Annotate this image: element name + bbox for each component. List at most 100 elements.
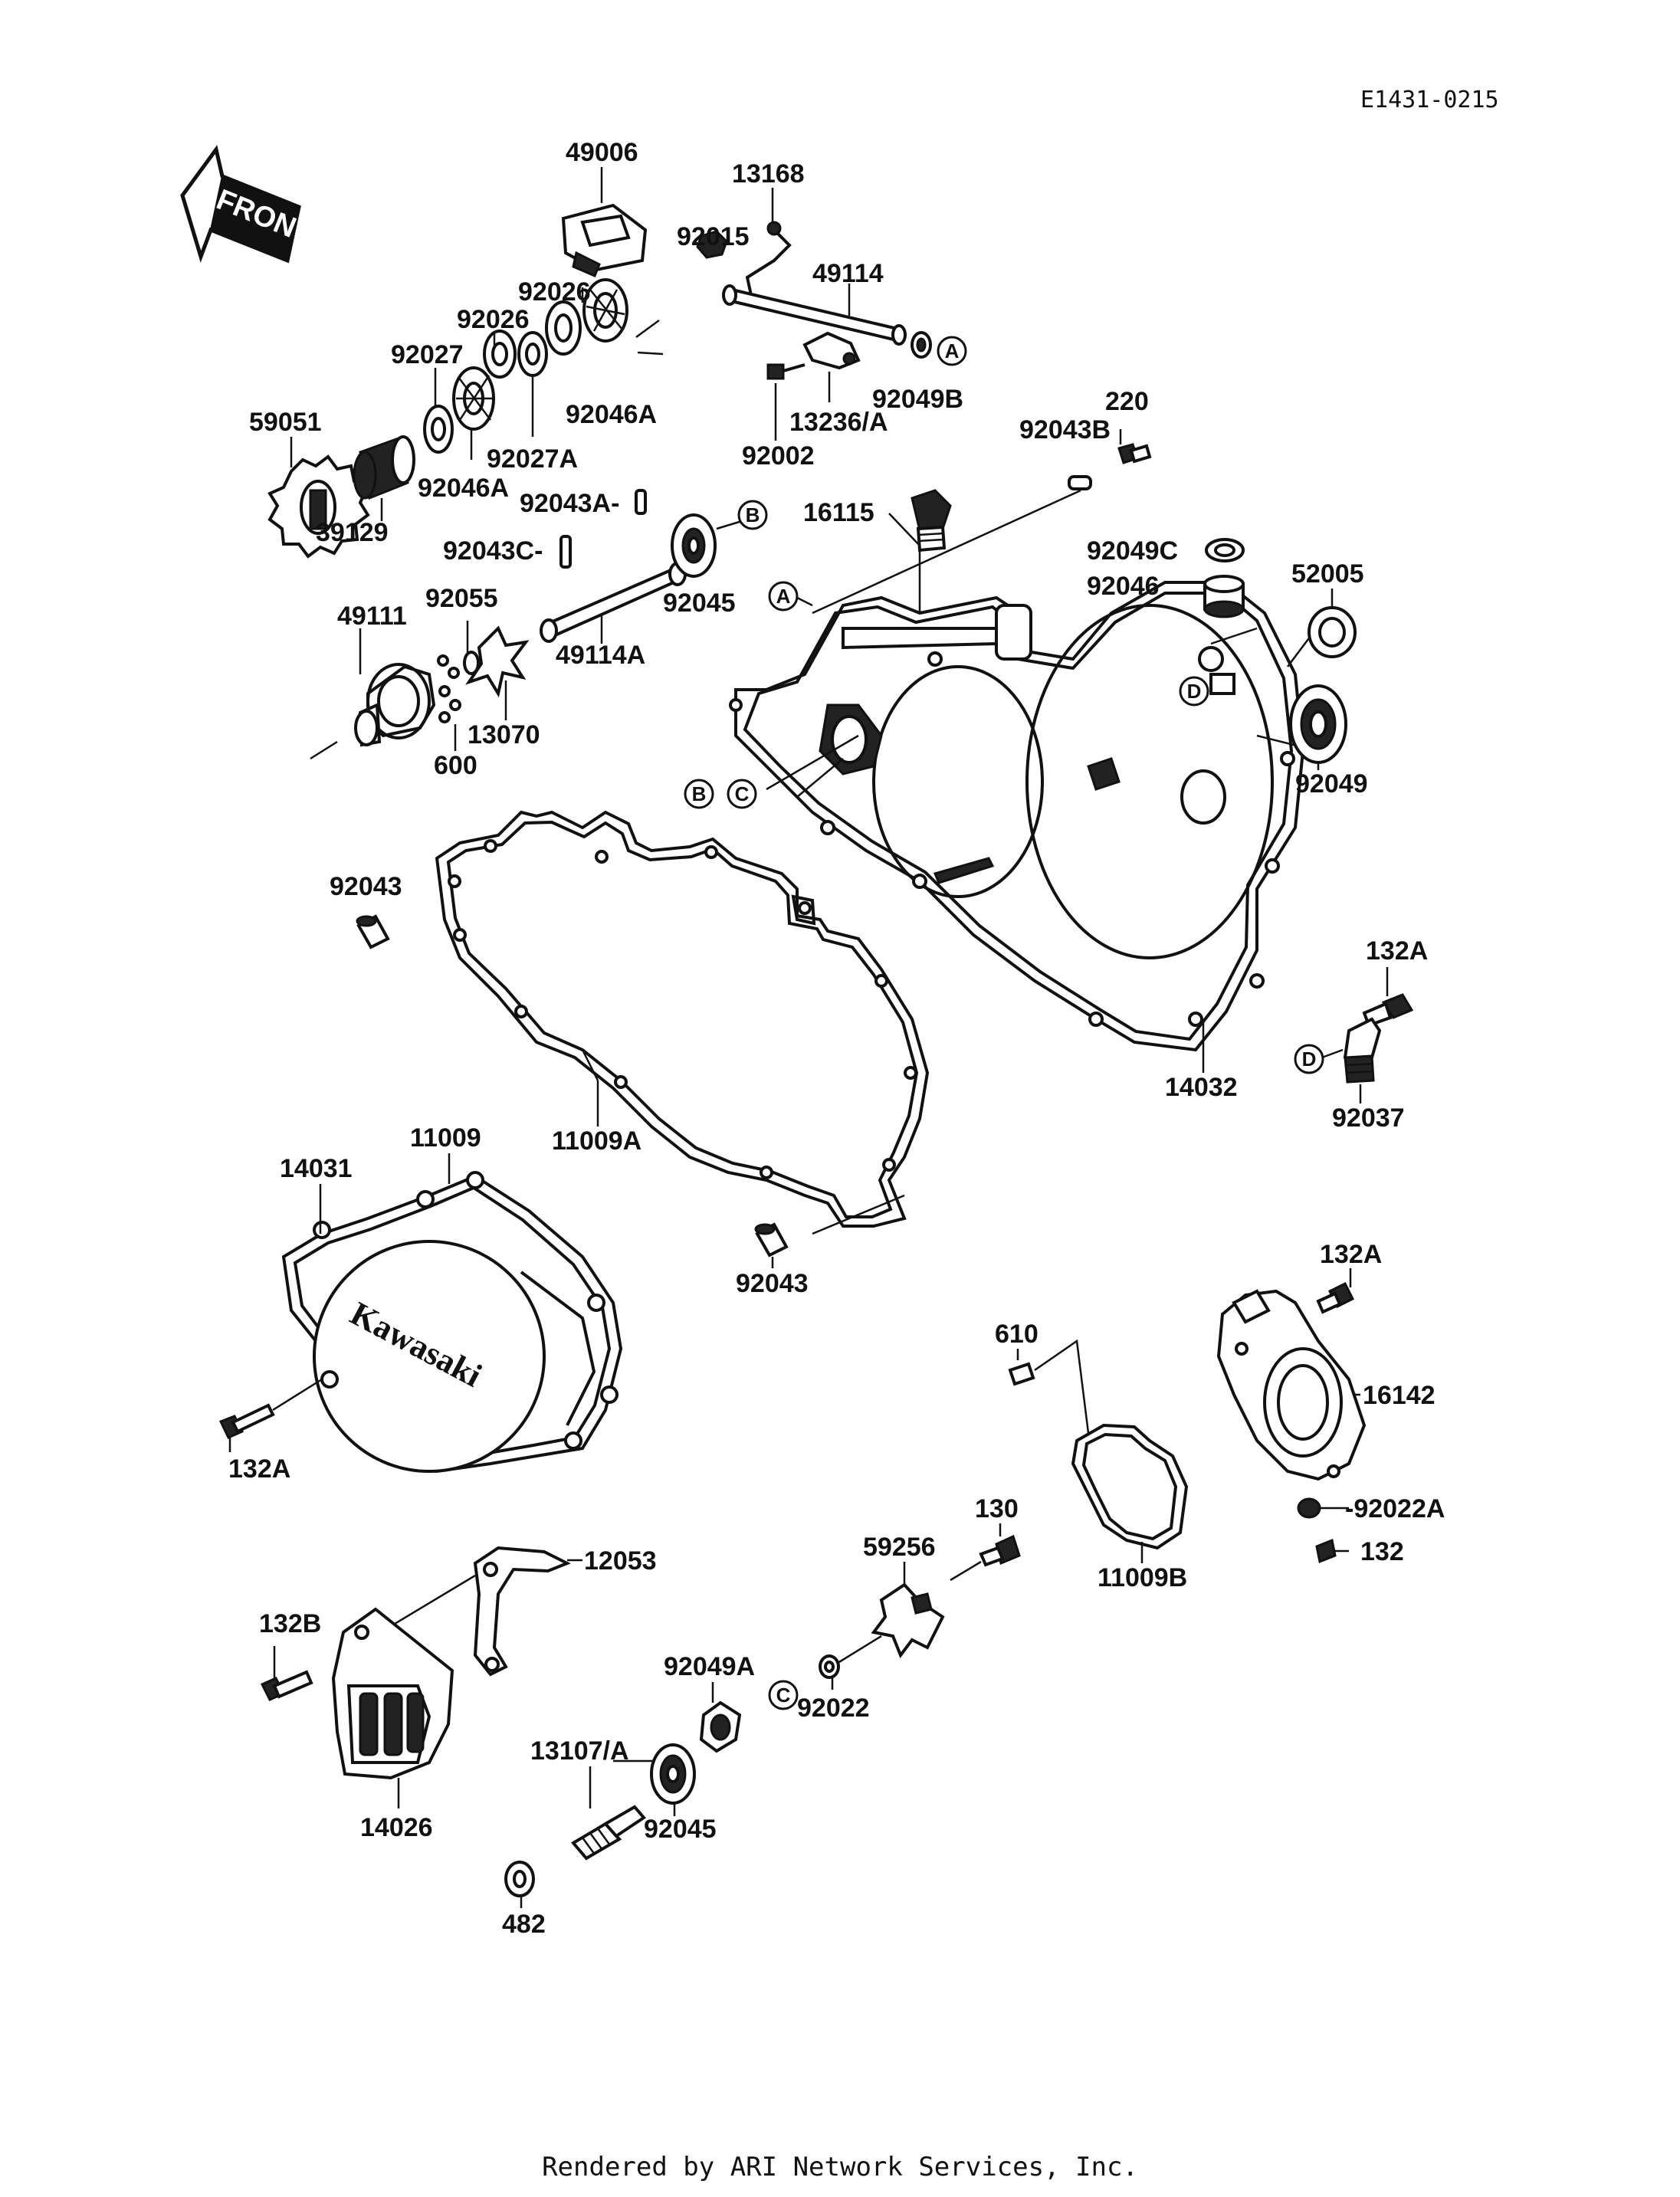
label-92049B[interactable]: 92049B [872,385,963,414]
label-92046A-left[interactable]: 92046A [418,474,509,503]
part-13070-impeller [465,625,530,698]
label-39129[interactable]: 39129 [316,518,389,547]
label-92026-top[interactable]: 92026 [518,277,591,307]
label-12053[interactable]: 12053 [584,1546,657,1576]
label-482[interactable]: 482 [502,1910,546,1939]
part-92049B-seal [911,331,932,359]
part-49006-boot [561,203,648,277]
part-14026-guard [331,1607,454,1780]
label-49114[interactable]: 49114 [812,259,884,288]
ref-marker-b-top: B [737,500,768,530]
label-92045-top[interactable]: 92045 [663,589,736,618]
label-92027[interactable]: 92027 [391,340,464,369]
part-49114-shaft [722,284,907,346]
part-59256-impeller [871,1582,945,1659]
footer-credit: Rendered by ARI Network Services, Inc. [542,2152,1138,2182]
label-13107A[interactable]: 13107/A [530,1736,629,1766]
label-11009B[interactable]: 11009B [1098,1563,1187,1592]
label-132A-pump[interactable]: 132A [1320,1240,1382,1269]
label-13236A[interactable]: 13236/A [789,408,888,437]
part-16142-pump-cover [1216,1289,1367,1481]
label-92049A[interactable]: 92049A [664,1652,755,1681]
part-482-ring [504,1861,535,1897]
part-92043C-pin [559,535,572,569]
label-92026[interactable]: 92026 [457,305,530,334]
part-14032-cover [729,581,1305,1052]
label-610[interactable]: 610 [995,1320,1039,1349]
label-92022[interactable]: 92022 [797,1694,870,1723]
label-92046[interactable]: 92046 [1087,572,1160,601]
label-132B[interactable]: 132B [259,1609,321,1638]
label-132[interactable]: 132 [1360,1537,1404,1566]
label-132A-left[interactable]: 132A [228,1454,290,1484]
part-92043-dowel-bottom [754,1222,789,1258]
label-92043-bottom[interactable]: 92043 [736,1269,809,1298]
label-59051[interactable]: 59051 [249,408,322,437]
part-610-pin [1008,1362,1035,1386]
part-92026-washer-top [545,300,582,356]
label-600[interactable]: 600 [434,751,477,780]
label-92043C[interactable]: 92043C- [443,536,543,566]
label-92043B[interactable]: 92043B [1019,415,1111,444]
label-14032[interactable]: 14032 [1165,1073,1238,1102]
label-11009A[interactable]: 11009A [552,1126,641,1156]
part-92002-screw [766,363,806,380]
part-11009B-gasket [1071,1423,1189,1550]
label-49114A[interactable]: 49114A [556,641,645,670]
part-92043B-pin [1068,475,1092,490]
label-13168[interactable]: 13168 [732,159,805,189]
part-92055-ring [463,651,480,675]
label-16142[interactable]: 16142 [1363,1381,1436,1410]
label-92045-bottom[interactable]: 92045 [644,1815,717,1844]
part-92049A-seal [699,1700,742,1753]
svg-text:A: A [945,339,960,362]
label-52005[interactable]: 52005 [1291,559,1364,589]
svg-text:A: A [776,585,791,608]
part-92027-washer [423,405,454,454]
part-13107A-shaft [570,1805,646,1861]
label-49006[interactable]: 49006 [566,138,638,167]
label-92049C[interactable]: 92049C [1087,536,1178,566]
part-92049C-seal [1205,538,1245,562]
label-220[interactable]: 220 [1105,387,1149,416]
label-14031[interactable]: 14031 [280,1154,353,1183]
part-49114A-shaft [540,562,687,643]
label-92002[interactable]: 92002 [742,441,815,471]
part-labels: 49006 13168 92015 92026 49114 92026 9202… [228,138,1445,1939]
part-132B-bolt [260,1670,313,1701]
label-92015[interactable]: 92015 [677,222,750,251]
ref-marker-c-bottom: C [768,1680,799,1710]
ref-marker-a-cover: A [768,581,799,612]
label-132A-right[interactable]: 132A [1366,936,1428,966]
label-11009[interactable]: 11009 [410,1123,481,1153]
label-14026[interactable]: 14026 [360,1813,433,1842]
part-132A-bolt-left [218,1403,275,1439]
label-92049[interactable]: 92049 [1295,769,1368,798]
label-92037[interactable]: 92037 [1332,1103,1405,1133]
part-92049-seal [1289,684,1347,764]
part-11009A-gasket [435,810,930,1228]
svg-text:D: D [1187,680,1202,703]
label-16115[interactable]: 16115 [803,498,874,527]
label-92022A[interactable]: -92022A [1345,1494,1445,1523]
label-92043-left[interactable]: 92043 [330,872,402,901]
label-92046A-right[interactable]: 92046A [566,400,657,429]
part-92027A-washer [517,331,548,377]
part-92046A-bearing-right [582,278,628,343]
svg-text:C: C [776,1684,791,1707]
label-49111[interactable]: 49111 [337,602,407,631]
label-59256[interactable]: 59256 [863,1533,936,1562]
label-92027A[interactable]: 92027A [487,444,578,474]
label-130[interactable]: 130 [975,1494,1019,1523]
label-92043A[interactable]: 92043A- [520,489,619,518]
part-39129-bearing [353,435,415,500]
label-92055[interactable]: 92055 [425,584,498,613]
part-13168-lever [745,221,792,296]
part-132A-bolt-pump [1316,1281,1355,1314]
part-92045-bearing-bottom [650,1743,696,1805]
svg-text:B: B [692,782,707,805]
part-92015-nut [696,230,728,259]
part-600-balls [437,654,461,723]
label-13070[interactable]: 13070 [468,720,540,749]
